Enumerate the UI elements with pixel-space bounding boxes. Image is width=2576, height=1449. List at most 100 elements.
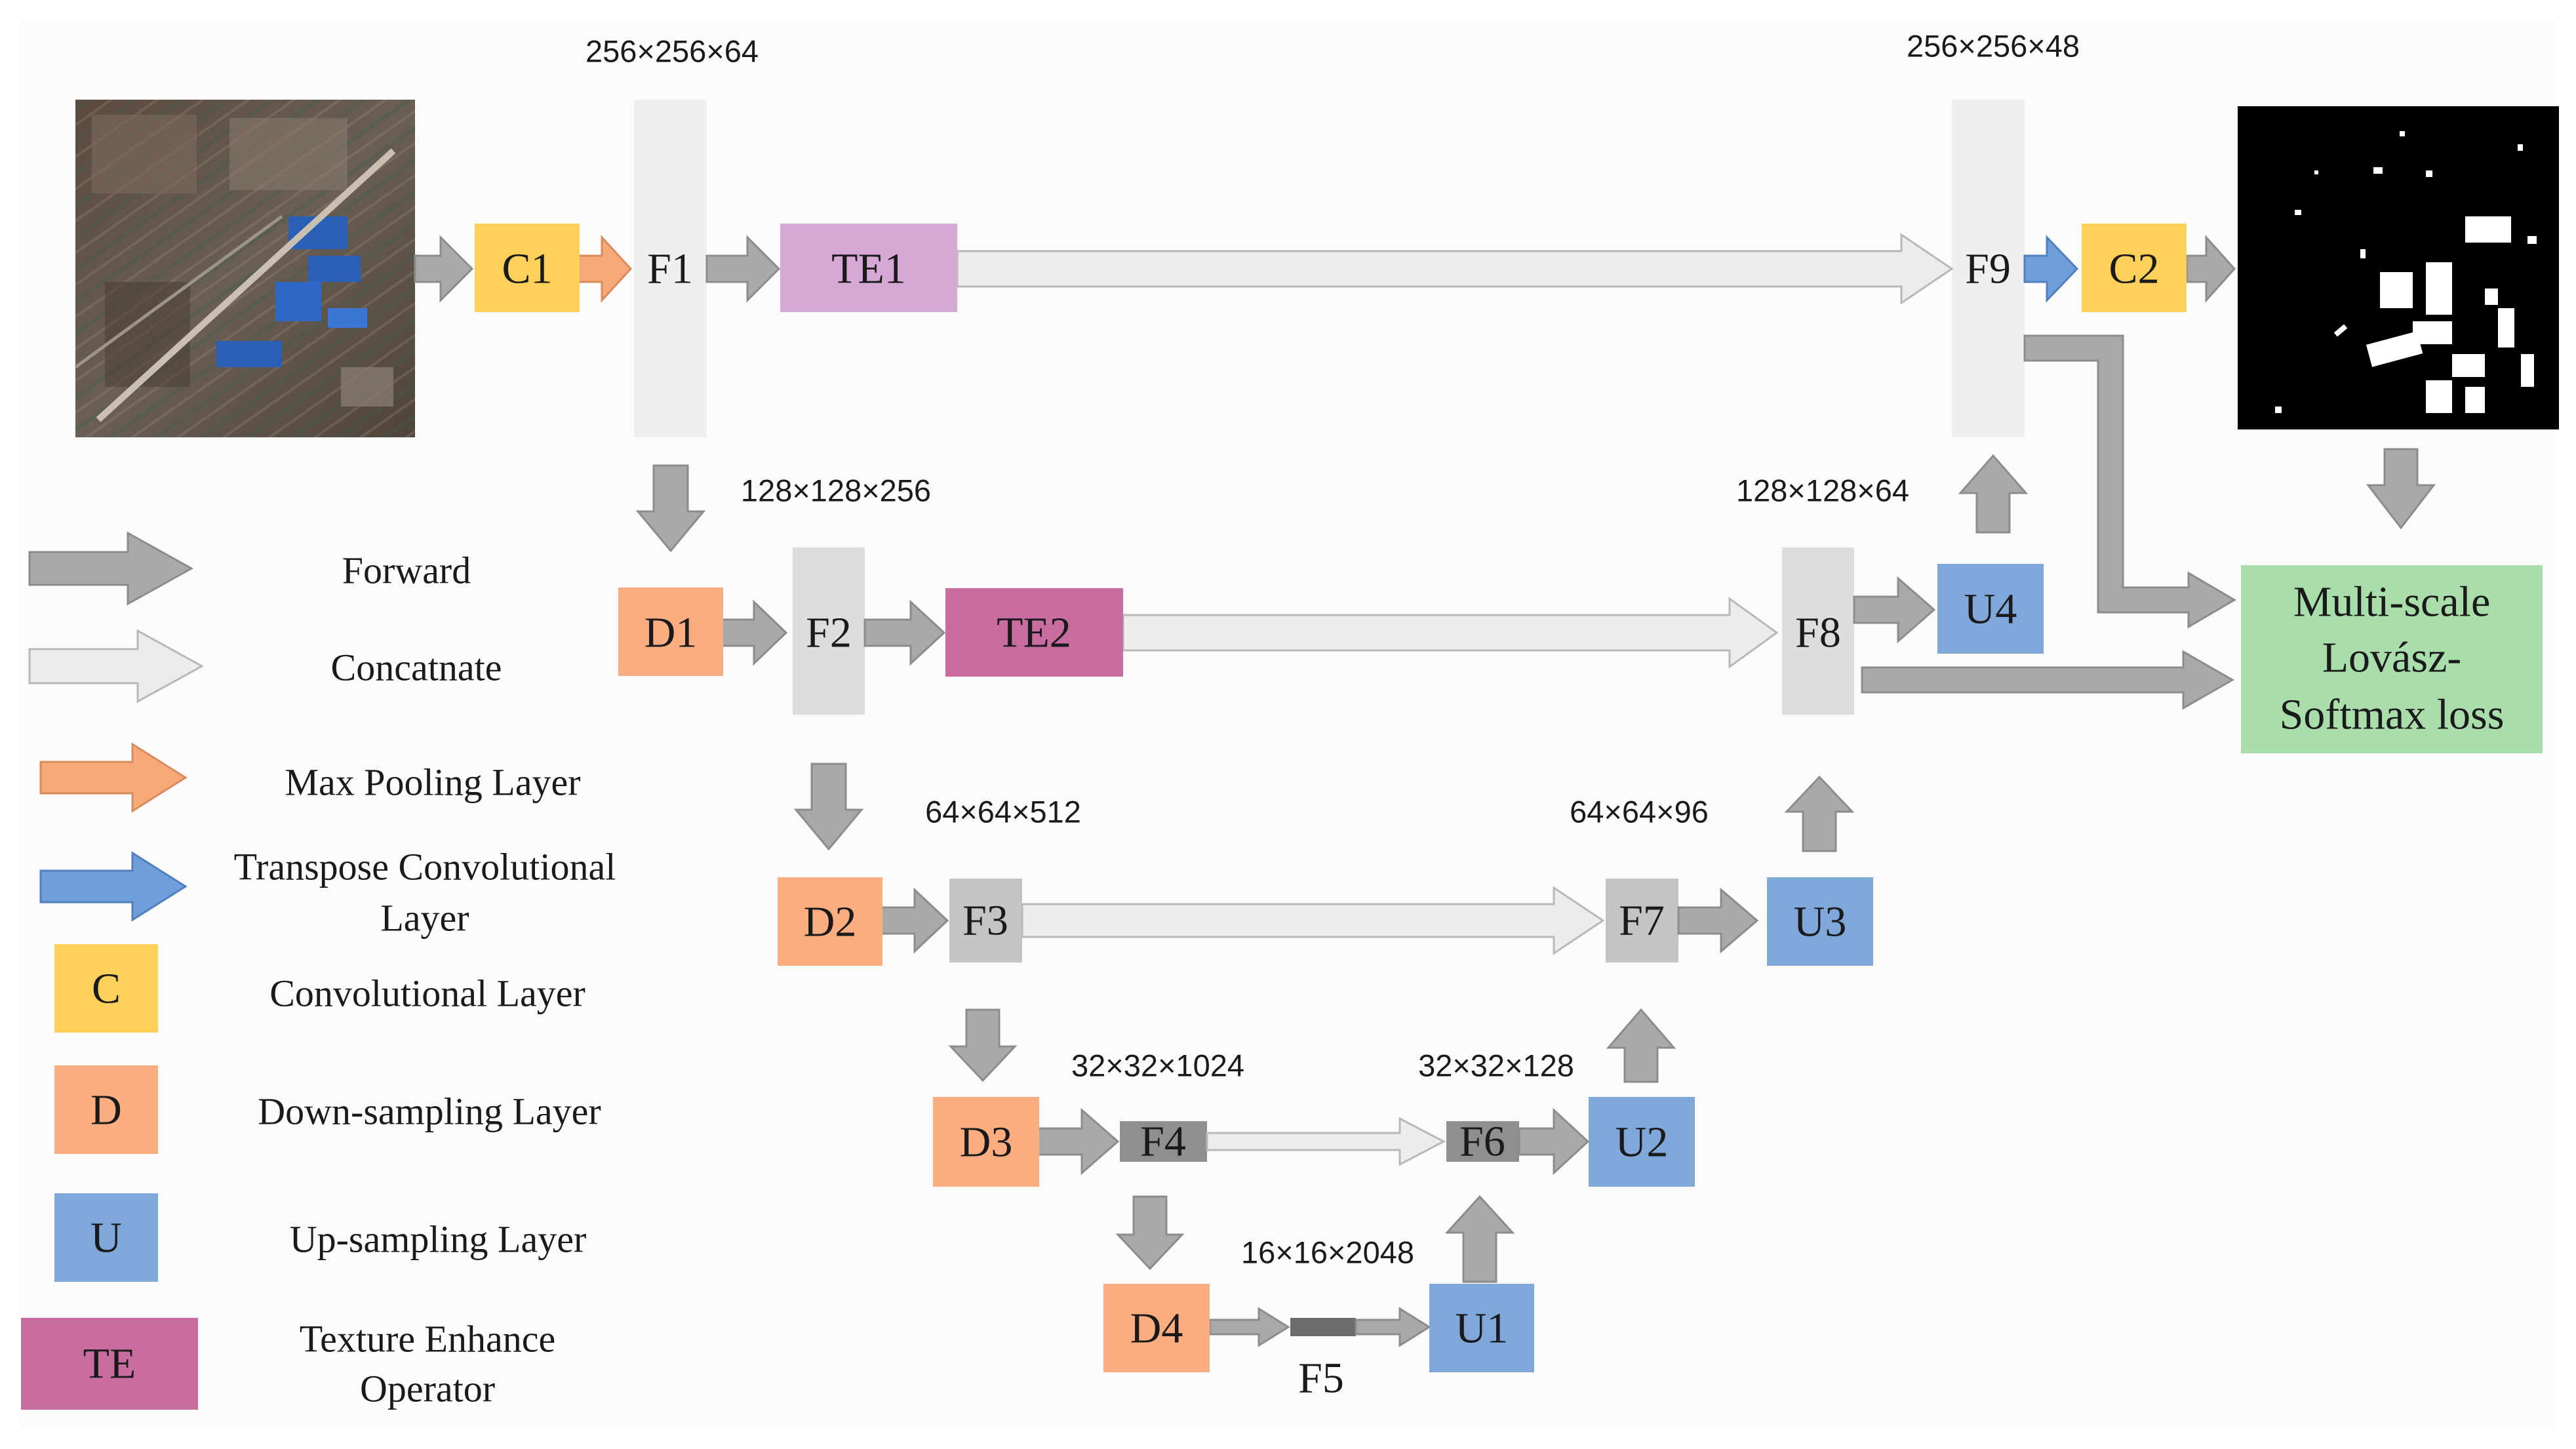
arrow-f3-d3 [948,1008,1018,1082]
arrow-f4-d4 [1115,1195,1185,1271]
f5-feature-block [1290,1318,1356,1336]
arrow-d2-f3 [877,887,949,954]
legend-conv-box-label: C [92,965,121,1013]
u2-block [1589,1097,1695,1187]
d3-block [933,1097,1039,1187]
loss-label-line1: Multi-scale [2293,578,2491,626]
arrow-f8-u4 [1853,576,1936,644]
dim-f1: 256×256×64 [585,34,759,69]
legend-maxpool-arrow-icon [39,742,188,813]
concat-arrow-f1-f9 [956,233,1954,305]
u4-label: U4 [1964,586,2017,633]
legend-concat-label: Concatnate [331,646,502,689]
u3-label: U3 [1794,898,1847,946]
legend-forward-label: Forward [342,549,471,592]
forward-arrows [414,235,2436,1347]
concat-arrow-f4-f6 [1206,1117,1446,1166]
arrow-d3-f4 [1037,1107,1120,1176]
d2-label: D2 [804,898,857,946]
f4-label: F4 [1140,1118,1186,1166]
legend-conv-label: Convolutional Layer [269,972,585,1015]
f6-feature-block [1446,1121,1519,1162]
f7-label: F7 [1619,897,1665,945]
u3-block [1767,877,1873,966]
u1-label: U1 [1456,1305,1509,1353]
te1-block [780,224,957,312]
arrow-f6-u2 [1518,1107,1590,1176]
legend-transpose-arrow-icon [39,851,188,922]
legend-conv-swatch [54,944,158,1033]
legend: C D U TE Forward Concatnate Max Pooling … [21,531,616,1410]
f8-label: F8 [1795,609,1841,657]
legend-down-label: Down-sampling Layer [258,1090,601,1133]
f8-feature-column [1782,547,1854,715]
arrow-c2-output [2185,235,2236,303]
legend-te-box-label: TE [83,1340,136,1388]
u2-label: U2 [1615,1119,1669,1166]
arrow-f7-u3 [1677,887,1759,954]
u4-block [1937,564,2044,654]
arrow-f8-loss [1861,650,2235,710]
arrow-f5-u1 [1355,1307,1431,1347]
dim-f5: 16×16×2048 [1241,1235,1414,1270]
te1-label: TE1 [831,245,906,293]
arrow-d4-f5 [1208,1307,1290,1347]
output-building-mask [2238,106,2559,429]
f1-feature-column [634,100,707,437]
d1-block [618,587,723,676]
arrow-f1-te1 [705,235,781,303]
arrow-mask-loss [2366,448,2436,530]
legend-up-swatch [54,1193,158,1282]
te2-block [945,588,1123,677]
f9-label: F9 [1965,245,2011,293]
loss-label-line3: Softmax loss [2280,691,2505,739]
f9-feature-column [1952,100,2025,437]
dim-f4: 32×32×1024 [1071,1048,1244,1083]
d2-block [778,877,882,966]
legend-te-swatch [21,1318,198,1410]
dim-f8: 128×128×64 [1736,473,1909,508]
d3-label: D3 [960,1119,1013,1166]
arrow-u3-f8 [1784,775,1855,852]
legend-transpose-label-line1: Transpose Convolutional [234,846,616,888]
arrow-f2-te2 [863,599,946,666]
loss-label-line2: Lovász- [2322,634,2462,682]
f1-label: F1 [647,245,693,293]
f2-label: F2 [806,609,852,657]
legend-maxpool-label: Max Pooling Layer [285,761,580,804]
dim-f7: 64×64×96 [1570,795,1709,829]
maxpool-arrow-c1-f1 [577,235,633,303]
concat-arrow-f3-f7 [1021,886,1605,955]
te2-label: TE2 [997,609,1071,657]
arrow-input-c1 [414,235,474,303]
u1-block [1429,1284,1534,1372]
legend-down-box-label: D [90,1086,122,1134]
arrow-u1-f6 [1444,1195,1515,1283]
arrow-u2-f7 [1606,1008,1676,1083]
f4-feature-block [1120,1121,1207,1162]
d4-block [1103,1284,1210,1372]
c2-block [2082,224,2187,312]
dim-f3: 64×64×512 [925,795,1081,829]
legend-up-label: Up-sampling Layer [290,1218,587,1261]
arrow-f9-loss [2023,334,2236,629]
f3-label: F3 [962,897,1008,945]
arrow-u4-f9 [1958,454,2029,534]
f5-label: F5 [1298,1355,1344,1402]
legend-concat-arrow-icon [28,629,205,704]
dim-f9: 256×256×48 [1907,29,2080,64]
dim-f6: 32×32×128 [1418,1048,1574,1083]
input-satellite-image [74,100,415,437]
d4-label: D4 [1130,1305,1183,1353]
f3-feature-block [949,879,1022,963]
arrow-d1-f2 [721,599,788,666]
f6-label: F6 [1459,1118,1505,1166]
legend-up-box-label: U [90,1214,122,1262]
c2-label: C2 [2109,245,2159,293]
f2-feature-column [793,547,865,715]
concat-arrow-f2-f8 [1122,597,1779,669]
legend-forward-arrow-icon [28,531,194,606]
transpose-arrow-f9-c2 [2023,235,2079,303]
